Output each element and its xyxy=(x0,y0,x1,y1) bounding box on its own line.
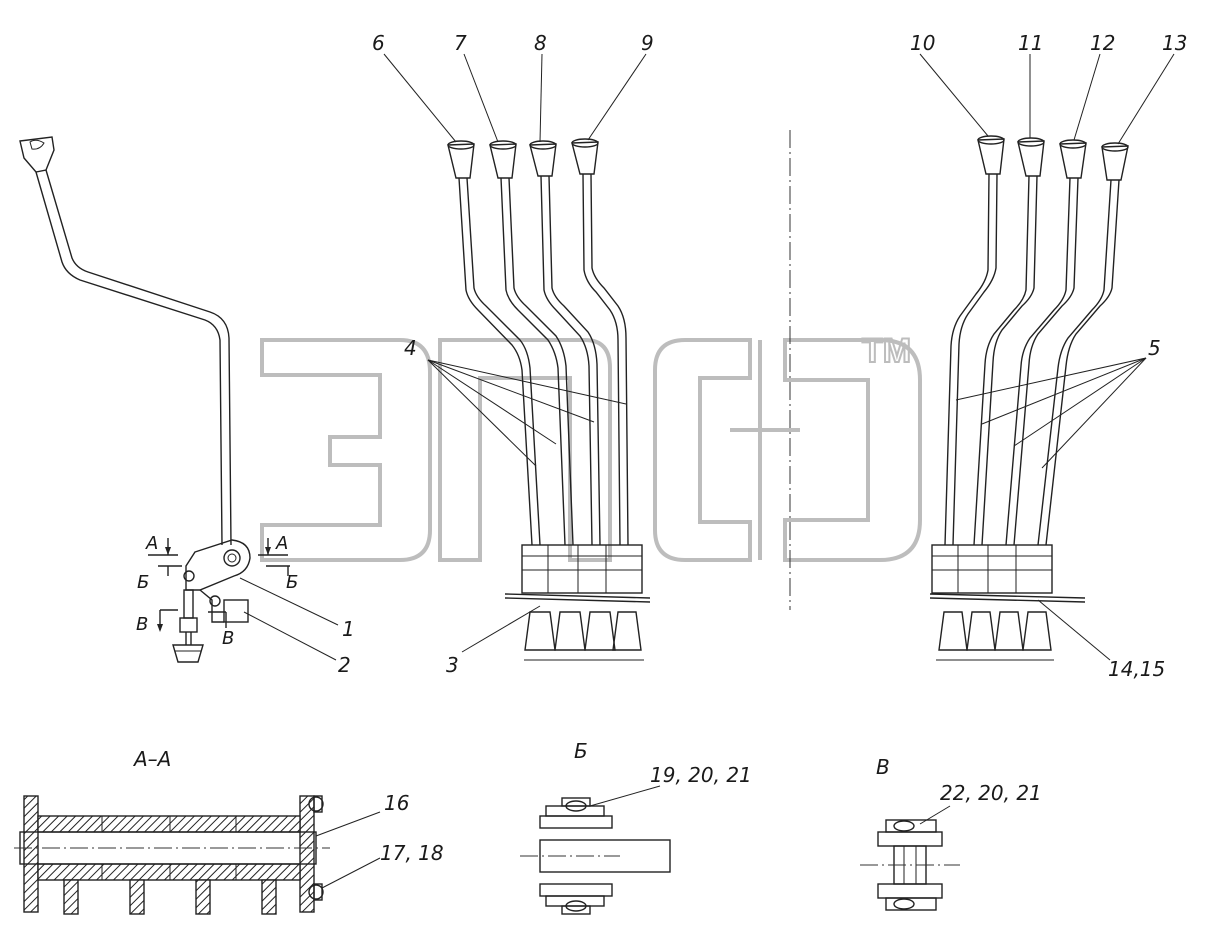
callout-5: 5 xyxy=(1148,336,1161,360)
section-a-right-label: А xyxy=(275,533,288,554)
callout-13: 13 xyxy=(1162,31,1187,55)
leader-17-18 xyxy=(321,857,381,889)
callout-8: 8 xyxy=(534,31,547,55)
callout-17-18: 17, 18 xyxy=(380,841,444,865)
section-v-right-label: В xyxy=(222,628,234,649)
view-b-title: Б xyxy=(574,739,588,763)
leaders-5 xyxy=(955,357,1147,469)
callout-3: 3 xyxy=(446,653,459,677)
callout-14-15: 14,15 xyxy=(1108,657,1165,681)
callout-19-20-21: 19, 20, 21 xyxy=(650,763,752,787)
leader-1 xyxy=(239,577,339,626)
watermark-logo: TM xyxy=(260,331,922,562)
lever-assembly xyxy=(19,136,251,663)
callout-12: 12 xyxy=(1090,31,1115,55)
leader-16 xyxy=(315,811,381,837)
section-markers: А А Б Б В В xyxy=(136,533,298,649)
section-v-left-label: В xyxy=(136,614,148,635)
view-v-detail xyxy=(860,819,960,911)
leaders-4 xyxy=(427,359,627,467)
leader-14-15 xyxy=(1037,599,1111,661)
leader-19-20-21 xyxy=(589,785,661,807)
callout-2: 2 xyxy=(338,653,351,677)
view-aa-section xyxy=(14,795,330,915)
callout-1: 1 xyxy=(342,617,355,641)
callout-16: 16 xyxy=(384,791,409,815)
leader-22-20-21 xyxy=(919,805,951,825)
view-aa-title: А–А xyxy=(132,747,171,771)
section-b-left-label: Б xyxy=(137,572,149,593)
top-leaders xyxy=(383,53,1175,145)
callout-6: 6 xyxy=(372,31,385,55)
view-b-detail xyxy=(520,797,671,915)
view-v-title: В xyxy=(876,755,890,779)
trademark-mark: TM xyxy=(862,332,911,370)
lever-group-left xyxy=(447,138,651,661)
callout-4: 4 xyxy=(404,336,417,360)
callout-11: 11 xyxy=(1018,31,1043,55)
leader-3 xyxy=(461,605,541,653)
callout-22-20-21: 22, 20, 21 xyxy=(940,781,1042,805)
section-a-left-label: А xyxy=(145,533,158,554)
callout-7: 7 xyxy=(454,31,467,55)
section-b-right-label: Б xyxy=(286,572,298,593)
callout-10: 10 xyxy=(910,31,935,55)
callout-9: 9 xyxy=(641,31,654,55)
lever-group-right xyxy=(929,135,1129,661)
leader-2 xyxy=(243,611,337,661)
